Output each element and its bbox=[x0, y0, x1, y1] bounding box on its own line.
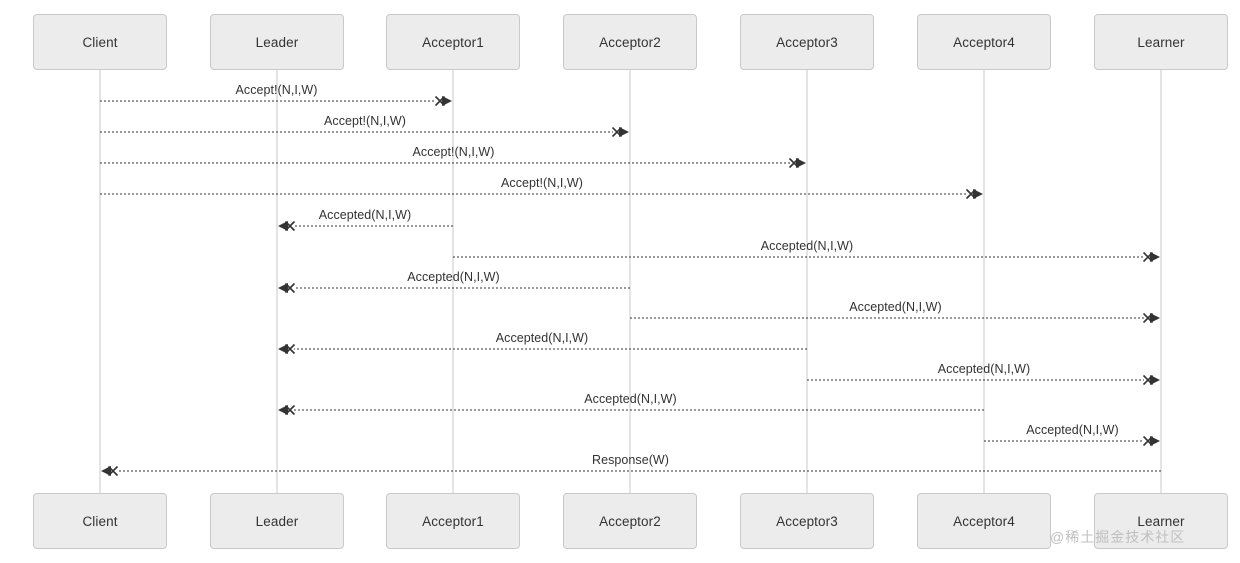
message-label: Accept!(N,I,W) bbox=[412, 145, 495, 159]
message-label: Accept!(N,I,W) bbox=[235, 83, 318, 97]
actor-label: Acceptor4 bbox=[953, 513, 1015, 529]
message-arrow bbox=[100, 126, 629, 138]
message-arrow bbox=[100, 95, 452, 107]
actor-label: Acceptor1 bbox=[422, 34, 484, 50]
actor-label: Leader bbox=[255, 34, 299, 50]
arrowhead-icon bbox=[278, 283, 288, 293]
actor-box-acceptor3-top[interactable]: Acceptor3 bbox=[740, 14, 874, 70]
message-arrow bbox=[278, 282, 630, 294]
actor-label: Acceptor2 bbox=[599, 513, 661, 529]
message-label: Accepted(N,I,W) bbox=[407, 270, 500, 284]
watermark-text: @稀土掘金技术社区 bbox=[1050, 529, 1186, 545]
actor-box-acceptor4-top[interactable]: Acceptor4 bbox=[917, 14, 1051, 70]
arrowhead-icon bbox=[796, 158, 806, 168]
arrowhead-icon bbox=[278, 405, 288, 415]
message-label: Accepted(N,I,W) bbox=[760, 239, 854, 253]
actor-box-client-bottom[interactable]: Client bbox=[33, 493, 167, 549]
actor-box-acceptor3-bottom[interactable]: Acceptor3 bbox=[740, 493, 874, 549]
message-label: Accept!(N,I,W) bbox=[501, 176, 583, 190]
message-label: Accept!(N,I,W) bbox=[324, 114, 406, 128]
message-label: Accepted(N,I,W) bbox=[937, 362, 1031, 376]
arrowhead-icon bbox=[278, 344, 288, 354]
message-arrow bbox=[100, 188, 983, 200]
arrowhead-icon bbox=[442, 96, 452, 106]
actor-label: Client bbox=[82, 513, 118, 529]
actor-label: Acceptor2 bbox=[599, 34, 661, 50]
message-arrow bbox=[984, 435, 1160, 447]
actor-label: Leader bbox=[255, 513, 299, 529]
arrowhead-icon bbox=[619, 127, 629, 137]
message-arrow bbox=[100, 157, 806, 169]
message-arrow bbox=[453, 251, 1160, 263]
actor-box-leader-bottom[interactable]: Leader bbox=[210, 493, 344, 549]
arrowhead-icon bbox=[101, 466, 111, 476]
message-arrow bbox=[278, 343, 807, 355]
arrowhead-icon bbox=[1150, 313, 1160, 323]
actor-box-acceptor2-top[interactable]: Acceptor2 bbox=[563, 14, 697, 70]
message-arrow bbox=[807, 374, 1160, 386]
actor-label: Client bbox=[82, 34, 118, 50]
arrowhead-icon bbox=[973, 189, 983, 199]
actor-box-acceptor1-bottom[interactable]: Acceptor1 bbox=[386, 493, 520, 549]
actor-label: Acceptor3 bbox=[776, 513, 838, 529]
message-arrow bbox=[101, 465, 1161, 477]
actor-label: Learner bbox=[1137, 34, 1185, 50]
actor-box-leader-top[interactable]: Leader bbox=[210, 14, 344, 70]
message-label: Accepted(N,I,W) bbox=[495, 331, 589, 345]
actor-box-acceptor4-bottom[interactable]: Acceptor4 bbox=[917, 493, 1051, 549]
message-label: Accepted(N,I,W) bbox=[318, 208, 412, 222]
message-arrow bbox=[278, 220, 453, 232]
message-arrow bbox=[630, 312, 1160, 324]
actor-label: Acceptor4 bbox=[953, 34, 1015, 50]
arrowhead-icon bbox=[1150, 375, 1160, 385]
message-arrow bbox=[278, 404, 984, 416]
message-label: Accepted(N,I,W) bbox=[584, 392, 677, 406]
arrowhead-icon bbox=[1150, 252, 1160, 262]
message-label: Accepted(N,I,W) bbox=[849, 300, 942, 314]
actor-label: Acceptor3 bbox=[776, 34, 838, 50]
message-label: Response(W) bbox=[592, 453, 669, 467]
actor-box-acceptor2-bottom[interactable]: Acceptor2 bbox=[563, 493, 697, 549]
arrowhead-icon bbox=[278, 221, 288, 231]
actor-box-learner-top[interactable]: Learner bbox=[1094, 14, 1228, 70]
actor-label: Acceptor1 bbox=[422, 513, 484, 529]
actor-box-acceptor1-top[interactable]: Acceptor1 bbox=[386, 14, 520, 70]
arrowhead-icon bbox=[1150, 436, 1160, 446]
actor-box-client-top[interactable]: Client bbox=[33, 14, 167, 70]
actor-box-learner-bottom[interactable]: Learner bbox=[1094, 493, 1228, 549]
actor-label: Learner bbox=[1137, 513, 1185, 529]
message-label: Accepted(N,I,W) bbox=[1026, 423, 1119, 437]
